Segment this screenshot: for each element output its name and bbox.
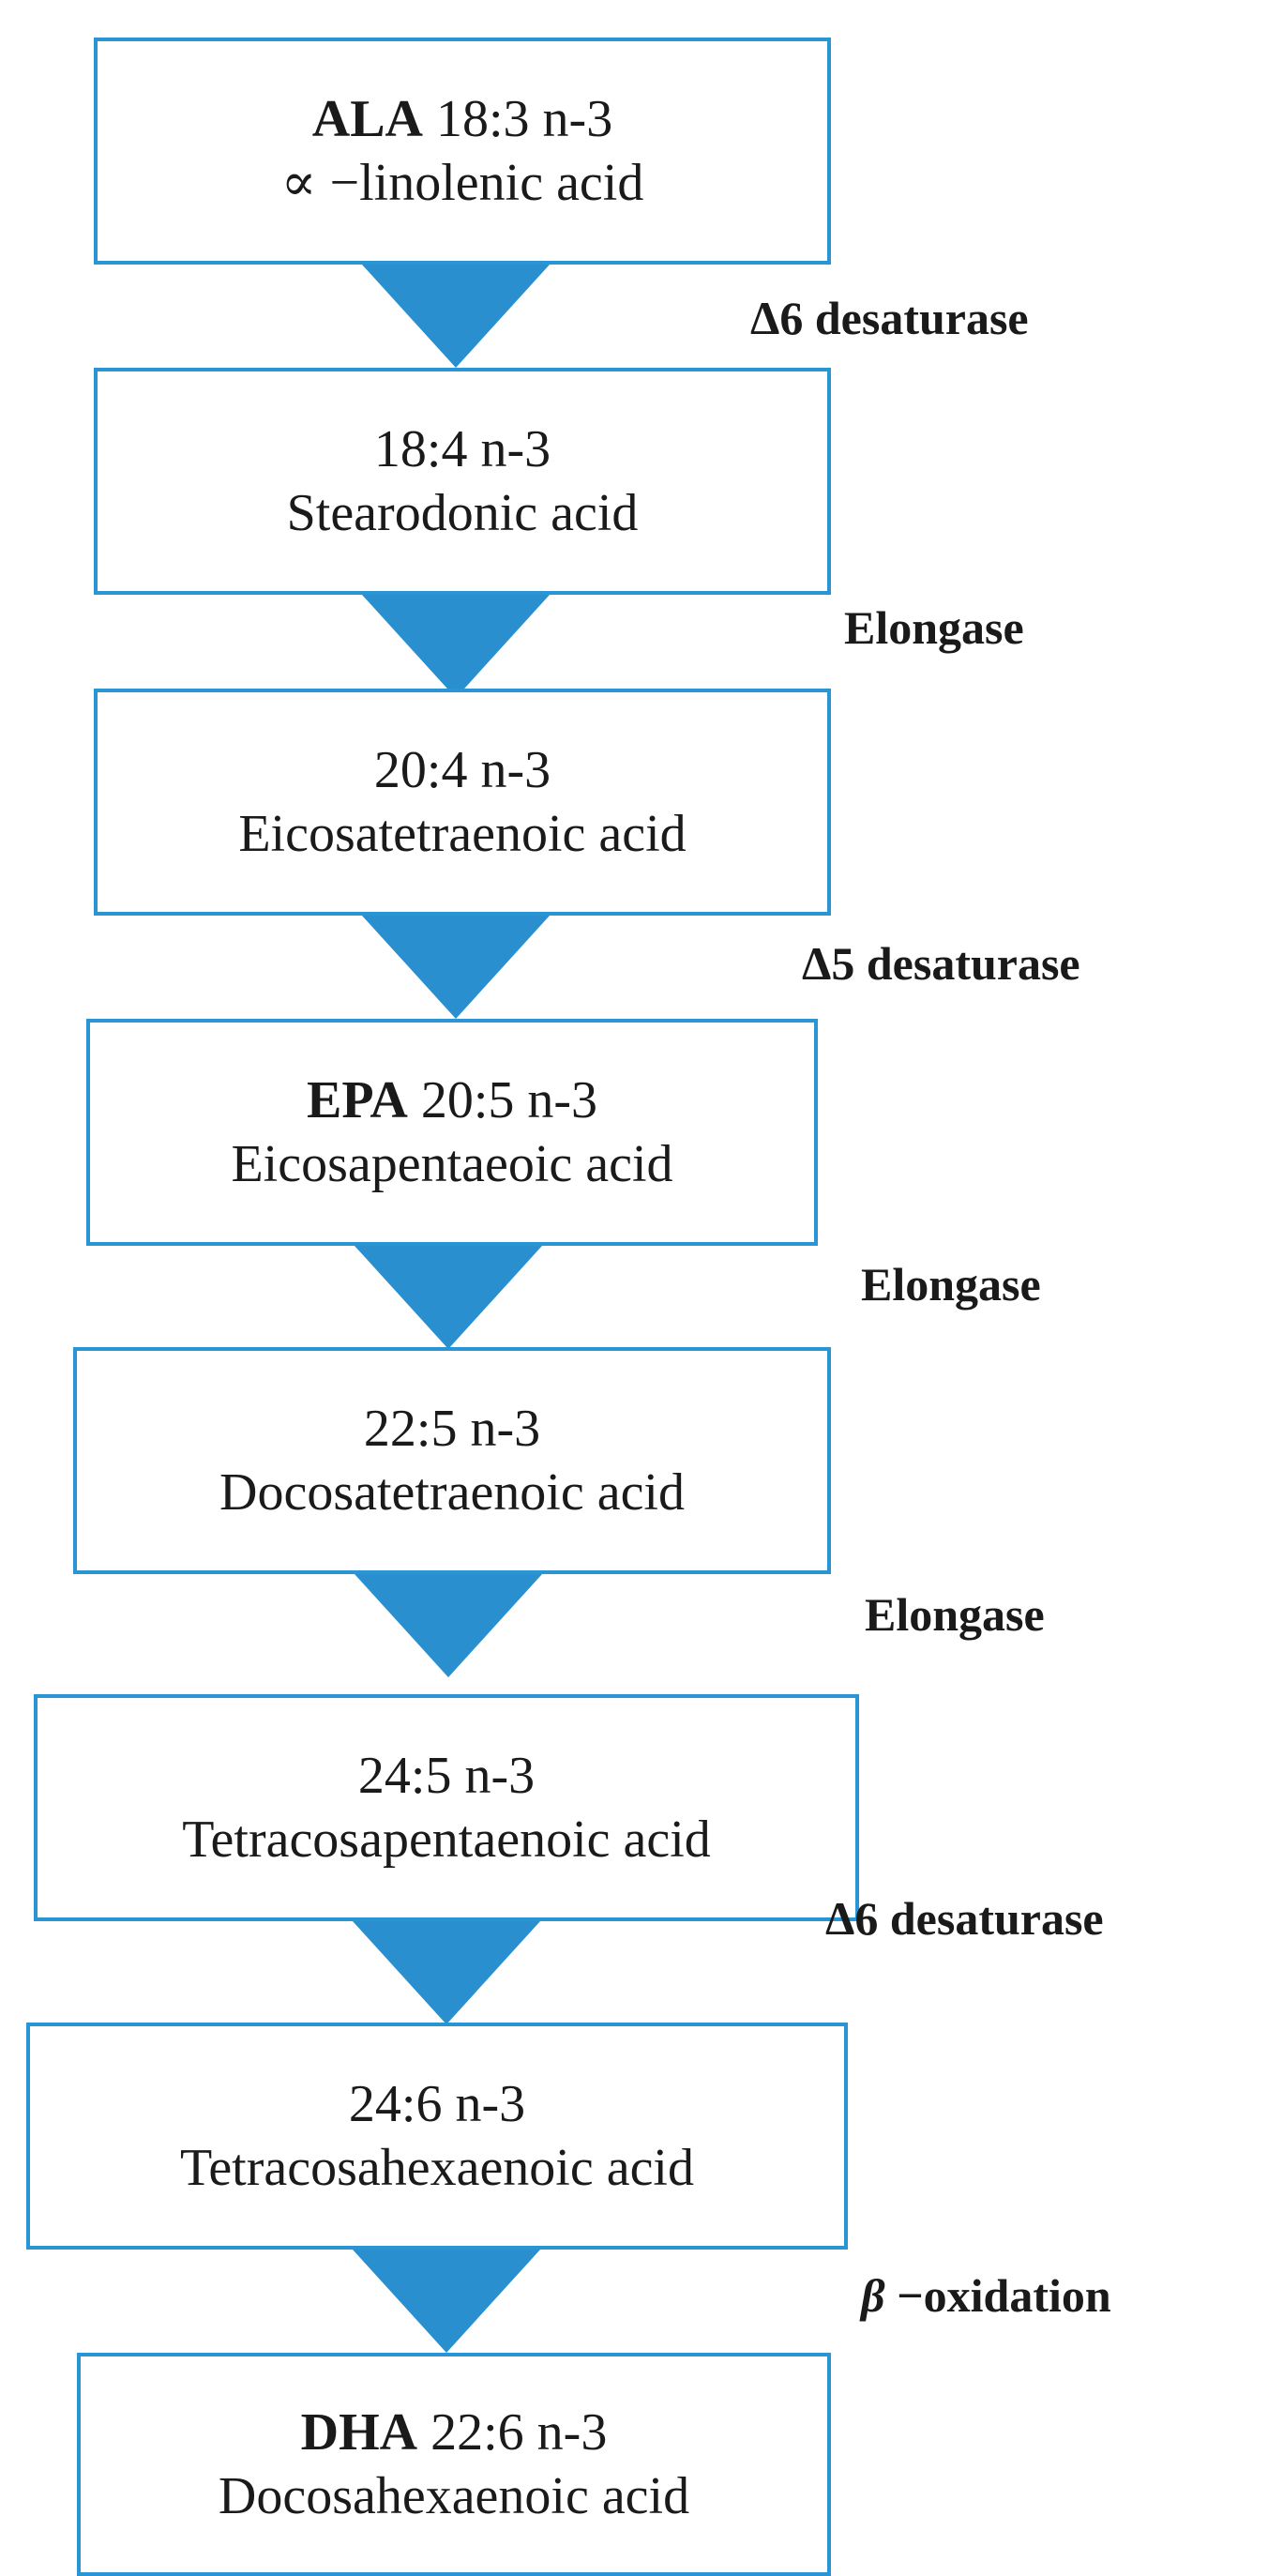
node-formula: 20:4 n-3 [373, 740, 551, 799]
node-epa: EPA 20:5 n-3 Eicosapentaeoic acid [86, 1019, 818, 1246]
enzyme-label-beta-oxidation: β −oxidation [861, 2268, 1111, 2323]
node-name: Eicosatetraenoic acid [238, 805, 687, 863]
enzyme-label-delta5-desaturase: Δ5 desaturase [802, 936, 1080, 991]
node-formula: 24:5 n-3 [357, 1746, 536, 1805]
flow-arrow-5 [355, 1574, 542, 1677]
node-name: Docosatetraenoic acid [219, 1463, 685, 1522]
node-abbr: DHA [300, 2402, 418, 2462]
enzyme-name: 6 desaturase [779, 292, 1029, 344]
enzyme-symbol: β [861, 2269, 885, 2322]
node-ala-formula-line: ALA 18:3 n-3 [312, 87, 612, 151]
enzyme-symbol: Δ [750, 292, 780, 344]
node-name: Stearodonic acid [286, 484, 639, 542]
node-name: Eicosapentaeoic acid [231, 1135, 673, 1193]
enzyme-name: Elongase [844, 601, 1024, 654]
node-name: Docosahexaenoic acid [218, 2467, 690, 2525]
node-dha: DHA 22:6 n-3 Docosahexaenoic acid [77, 2353, 831, 2576]
enzyme-label-elongase-3: Elongase [865, 1587, 1045, 1642]
node-18-4: 18:4 n-3 Stearodonic acid [94, 368, 831, 595]
node-24-6: 24:6 n-3 Tetracosahexaenoic acid [26, 2023, 848, 2250]
node-20-4: 20:4 n-3 Eicosatetraenoic acid [94, 689, 831, 916]
enzyme-name: Elongase [861, 1258, 1041, 1311]
flow-arrow-4 [355, 1246, 542, 1349]
flow-arrow-6 [353, 1921, 540, 2024]
node-abbr: EPA [306, 1070, 408, 1129]
node-24-5: 24:5 n-3 Tetracosapentaenoic acid [34, 1694, 859, 1921]
flow-arrow-7 [353, 2250, 540, 2353]
node-formula: 20:5 n-3 [420, 1070, 598, 1129]
enzyme-label-elongase-2: Elongase [861, 1257, 1041, 1311]
enzyme-label-delta6-desaturase-2: Δ6 desaturase [825, 1891, 1104, 1946]
flow-arrow-2 [362, 595, 550, 698]
node-formula: 24:6 n-3 [348, 2074, 526, 2133]
enzyme-name: Elongase [865, 1588, 1045, 1641]
node-formula: 18:3 n-3 [436, 89, 613, 148]
enzyme-symbol: Δ [825, 1892, 855, 1945]
node-formula: 18:4 n-3 [373, 419, 551, 478]
enzyme-name: 6 desaturase [854, 1892, 1104, 1945]
node-formula: 22:6 n-3 [430, 2402, 608, 2462]
enzyme-symbol: Δ [802, 937, 832, 990]
enzyme-label-elongase-1: Elongase [844, 600, 1024, 655]
node-formula: 22:5 n-3 [363, 1399, 541, 1458]
enzyme-name: 5 desaturase [831, 937, 1080, 990]
node-ala: ALA 18:3 n-3 ∝ −linolenic acid [94, 38, 831, 265]
node-name: Tetracosahexaenoic acid [180, 2139, 694, 2197]
node-abbr: ALA [311, 89, 423, 148]
node-epa-formula-line: EPA 20:5 n-3 [307, 1068, 597, 1132]
node-dha-formula-line: DHA 22:6 n-3 [301, 2401, 608, 2464]
node-name: Tetracosapentaenoic acid [182, 1811, 711, 1869]
enzyme-label-delta6-desaturase-1: Δ6 desaturase [750, 291, 1029, 345]
flow-arrow-3 [362, 916, 550, 1019]
node-22-5: 22:5 n-3 Docosatetraenoic acid [73, 1347, 831, 1574]
node-name: ∝ −linolenic acid [280, 154, 644, 212]
enzyme-name: −oxidation [884, 2269, 1111, 2322]
flow-arrow-1 [362, 265, 550, 368]
